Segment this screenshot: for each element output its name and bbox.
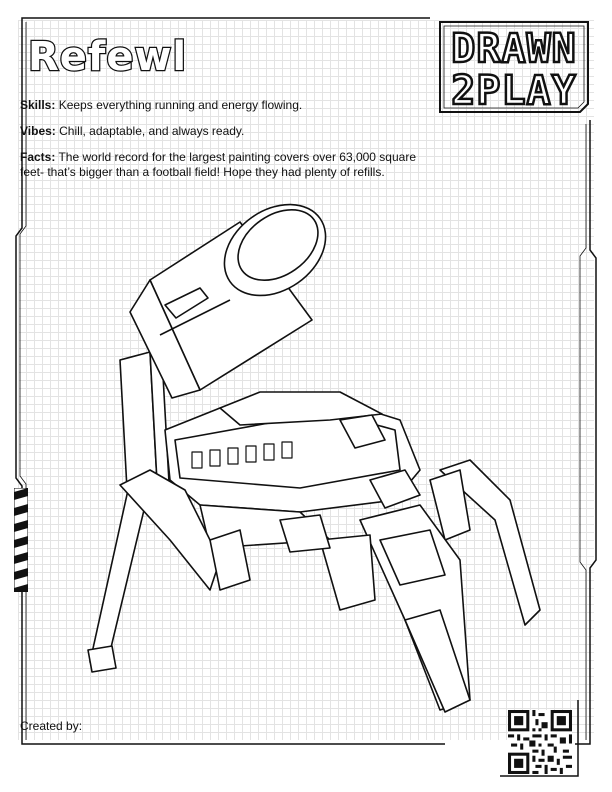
hazard-stripes [14, 488, 28, 592]
vibes-line: Vibes: Chill, adaptable, and always read… [20, 124, 440, 139]
logo-line-1: DRAWN [450, 25, 577, 74]
vibes-text: Chill, adaptable, and always ready. [59, 124, 245, 138]
qr-code-icon [508, 710, 572, 774]
skills-label: Skills: [20, 98, 56, 112]
character-name: Refewl [27, 33, 188, 82]
created-by-label: Created by: [20, 719, 83, 733]
vibes-label: Vibes: [20, 124, 56, 138]
facts-label: Facts: [20, 150, 56, 164]
skills-line: Skills: Keeps everything running and ene… [20, 98, 440, 113]
facts-line: Facts: The world record for the largest … [20, 150, 420, 180]
skills-text: Keeps everything running and energy flow… [58, 98, 303, 112]
facts-text: The world record for the largest paintin… [20, 150, 416, 179]
logo-line-2: 2PLAY [450, 67, 577, 116]
drawn2play-logo: DRAWN 2PLAY [440, 22, 588, 116]
